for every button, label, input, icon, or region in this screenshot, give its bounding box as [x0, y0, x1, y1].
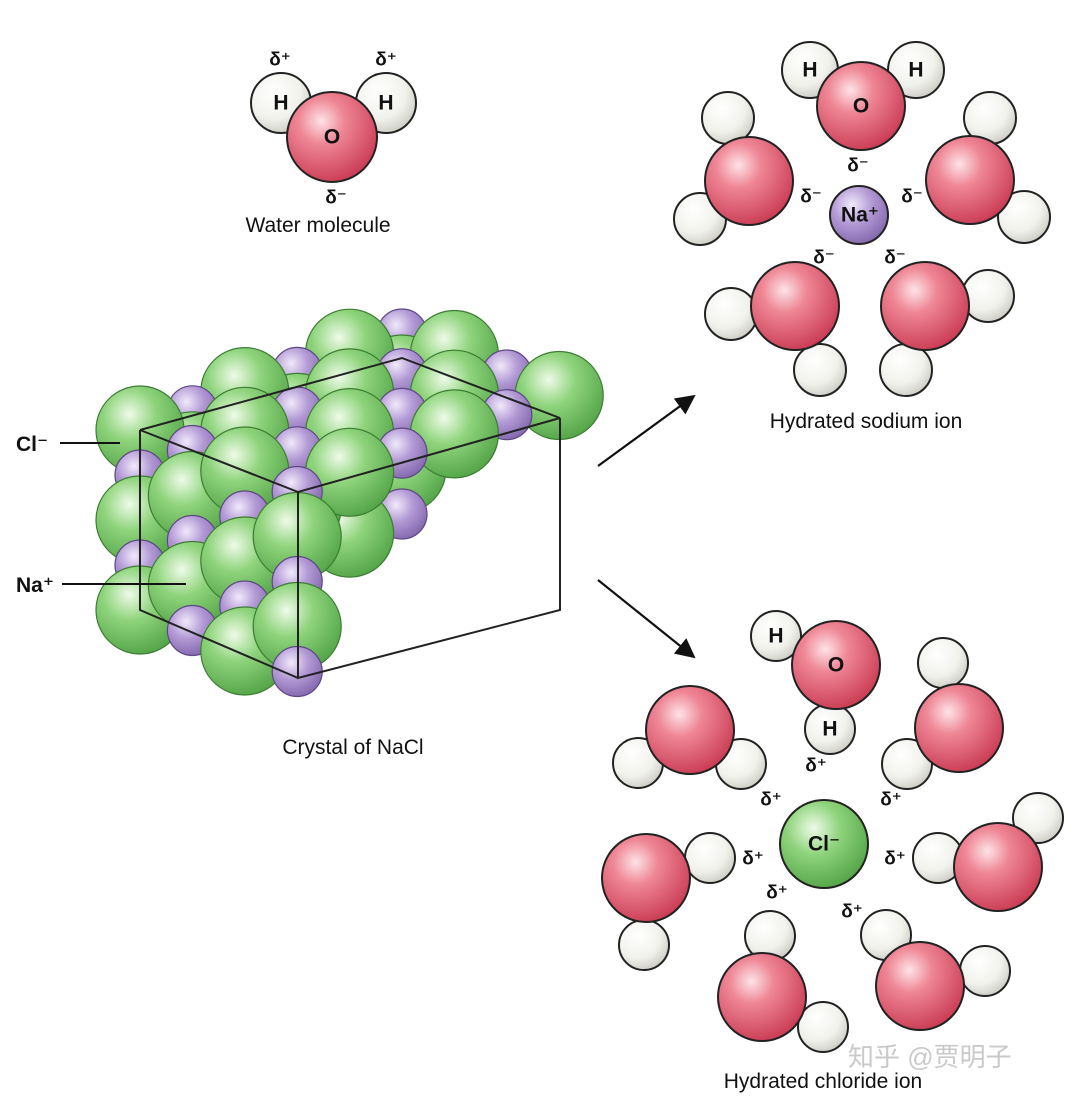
sodium-crystal-label: Na⁺	[16, 574, 54, 597]
hydrogen-label: H	[802, 59, 817, 82]
hydrogen-label: H	[273, 92, 288, 115]
partial-positive-label: δ⁺	[742, 849, 764, 870]
hydrogen-atom	[794, 344, 846, 396]
partial-positive-label: δ⁺	[760, 790, 782, 811]
arrow-to-hydrated-chloride	[598, 580, 694, 657]
partial-positive-label: δ⁺	[766, 883, 788, 904]
hydrogen-label: H	[822, 718, 837, 741]
water-molecule: H H O δ⁺ δ⁺ δ⁻ Water molecule	[245, 50, 416, 238]
partial-positive-label: δ⁺	[884, 849, 906, 870]
oxygen-atom	[876, 942, 964, 1030]
hydrogen-atom	[798, 1002, 848, 1052]
partial-positive-label: δ⁺	[880, 790, 902, 811]
oxygen-atom	[718, 953, 806, 1041]
arrow-to-hydrated-sodium	[598, 396, 694, 466]
partial-positive-label: δ⁺	[841, 902, 863, 923]
crystal-caption: Crystal of NaCl	[282, 736, 423, 759]
sodium-ion-label: Na⁺	[841, 204, 879, 227]
water-molecule-caption: Water molecule	[245, 214, 390, 237]
hydrogen-label: H	[378, 92, 393, 115]
partial-positive-label: δ⁺	[269, 50, 291, 71]
hydrogen-atom	[880, 344, 932, 396]
partial-negative-label: δ⁻	[325, 188, 347, 209]
oxygen-atom	[751, 262, 839, 350]
oxygen-atom	[926, 136, 1014, 224]
oxygen-atom	[646, 686, 734, 774]
partial-negative-label: δ⁻	[813, 248, 835, 269]
oxygen-label: O	[828, 654, 844, 677]
hydrogen-label: H	[768, 625, 783, 648]
chloride-crystal-label: Cl⁻	[16, 433, 48, 456]
hydrogen-atom	[918, 638, 968, 688]
partial-negative-label: δ⁻	[884, 248, 906, 269]
partial-negative-label: δ⁻	[800, 187, 822, 208]
partial-positive-label: δ⁺	[375, 50, 397, 71]
oxygen-atom	[954, 823, 1042, 911]
oxygen-label: O	[853, 95, 869, 118]
partial-negative-label: δ⁻	[901, 187, 923, 208]
oxygen-atom	[705, 137, 793, 225]
hydrogen-atom	[685, 833, 735, 883]
hydrogen-atom	[962, 270, 1014, 322]
hydrated-chloride-ion: H H O Cl⁻ δ⁺ δ⁺ δ⁺ δ⁺ δ⁺ δ	[602, 611, 1063, 1093]
hydrated-sodium-caption: Hydrated sodium ion	[770, 410, 963, 433]
hydrogen-atom	[619, 920, 669, 970]
watermark: 知乎 @贾明子	[848, 1042, 1012, 1072]
hydrated-sodium-ion: H H O Na⁺ δ⁻ δ⁻ δ⁻ δ⁻ δ⁻ Hydrated sodium…	[674, 42, 1050, 433]
hydrogen-atom	[960, 946, 1010, 996]
partial-negative-label: δ⁻	[847, 156, 869, 177]
oxygen-atom	[915, 684, 1003, 772]
hydrogen-atom	[705, 288, 757, 340]
chloride-ion-label: Cl⁻	[808, 833, 840, 856]
hydrated-chloride-caption: Hydrated chloride ion	[724, 1070, 922, 1093]
oxygen-atom	[881, 262, 969, 350]
partial-positive-label: δ⁺	[805, 756, 827, 777]
oxygen-label: O	[324, 126, 340, 149]
hydrogen-label: H	[908, 59, 923, 82]
nacl-crystal: Cl⁻ Na⁺ Crystal of NaCl	[16, 309, 603, 759]
oxygen-atom	[602, 834, 690, 922]
